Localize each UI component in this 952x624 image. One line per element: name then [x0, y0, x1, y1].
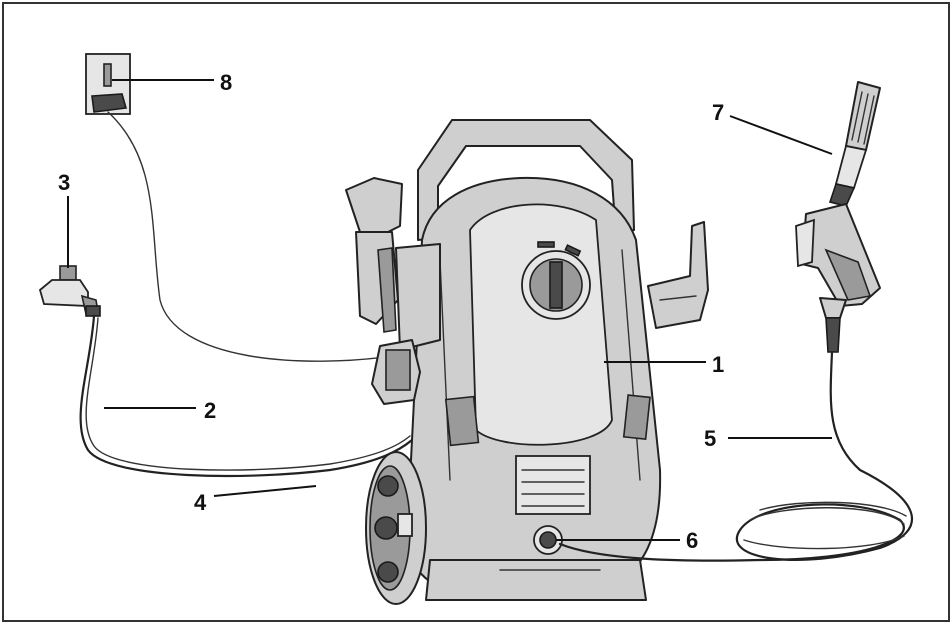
gun-holster — [345, 177, 441, 405]
inlet-hose — [79, 314, 414, 478]
leader-4 — [213, 485, 317, 497]
callout-7: 7 — [712, 100, 724, 125]
callout-6: 6 — [686, 528, 698, 553]
spray-gun-icon — [795, 81, 881, 353]
power-cord — [107, 111, 401, 362]
callout-3: 3 — [58, 170, 70, 195]
callout-2: 2 — [204, 398, 216, 423]
wall-socket-icon — [85, 53, 131, 115]
high-pressure-hose — [558, 350, 913, 562]
pressure-washer-body — [406, 119, 662, 601]
water-tap-icon — [38, 265, 101, 317]
outlet-connector — [533, 525, 563, 555]
hose-holder — [647, 221, 709, 329]
callout-8: 8 — [220, 70, 232, 95]
leader-7 — [729, 115, 833, 155]
wheel — [365, 451, 427, 605]
callout-1: 1 — [712, 352, 724, 377]
callout-4: 4 — [194, 490, 207, 515]
callout-5: 5 — [704, 426, 716, 451]
